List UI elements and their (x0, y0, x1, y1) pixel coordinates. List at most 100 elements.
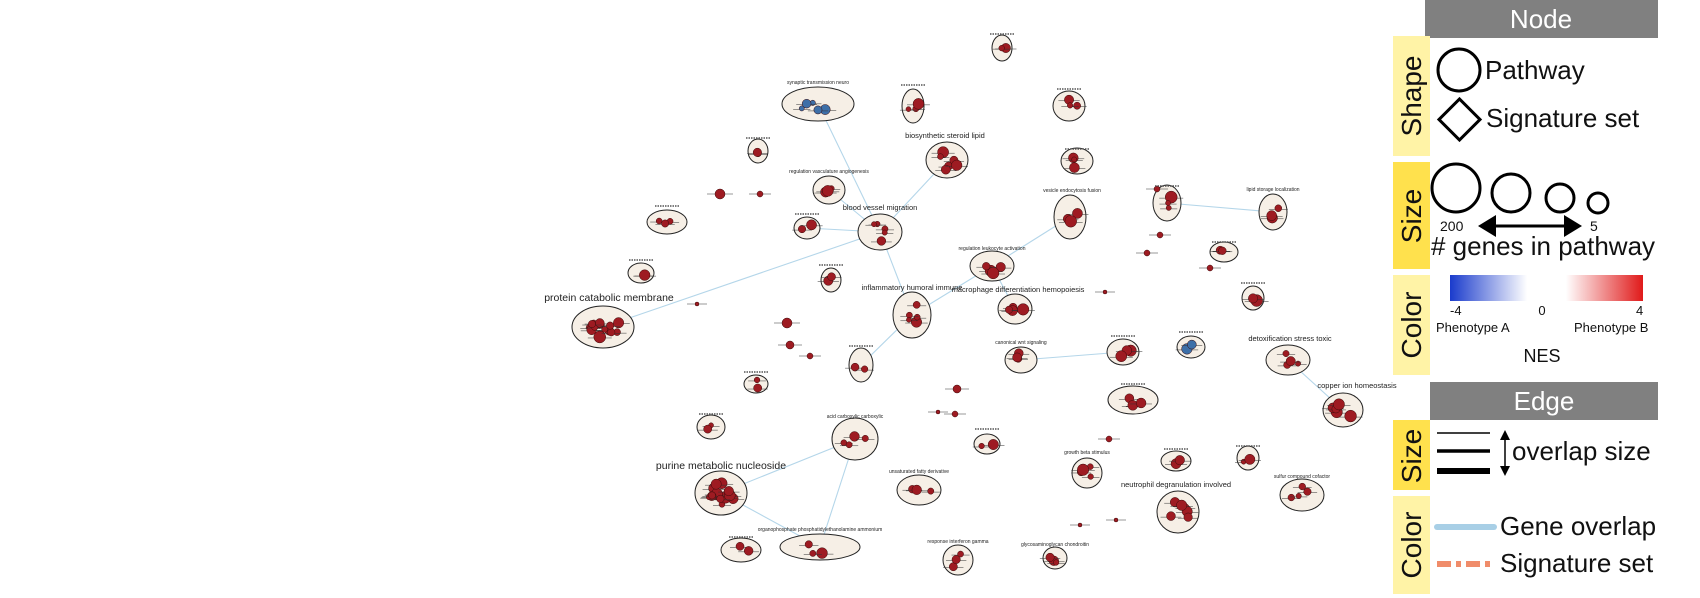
pathway-node (1143, 249, 1151, 257)
size-icon-mid (1490, 172, 1532, 214)
pathway-node (957, 550, 964, 558)
pathway-node (1012, 352, 1022, 363)
size-section-bg (1393, 162, 1430, 269)
cluster-label: purine metabolic nucleoside (656, 460, 786, 472)
pathway-node (613, 317, 625, 329)
pathway-cluster (857, 213, 903, 251)
pathway-node (752, 147, 762, 157)
pathway-node (801, 98, 812, 109)
cluster-label: organophosphate phosphatidylethanolamine… (758, 527, 883, 533)
pathway-node (593, 330, 606, 344)
pathway-node (694, 301, 700, 307)
pathway-node (1077, 522, 1083, 528)
gene-overlap-label: Gene overlap (1500, 511, 1656, 541)
edge-color-section-bg (1393, 496, 1430, 594)
pathway-node (708, 491, 716, 500)
pathway-node (785, 340, 795, 350)
cluster-label: glycosaminoglycan chondroitin (1021, 542, 1089, 548)
edge-color-section-label: Color (1396, 512, 1427, 579)
overlap-arrow-down (1500, 466, 1510, 476)
pathway-node (1218, 246, 1227, 255)
pathway-node (1164, 190, 1178, 204)
pathway-node (1005, 305, 1013, 314)
cluster-label: macrophage differentiation hemopoiesis (952, 285, 1085, 294)
cluster-label: acid carboxylic carboxylic (827, 414, 884, 420)
pathway-node (978, 442, 985, 450)
cluster-label: synaptic transmission neuro (787, 80, 849, 86)
pathway-node (716, 494, 725, 503)
pathway-node (1071, 156, 1078, 163)
size-min-label: 5 (1590, 218, 1598, 234)
size-icon-small (1544, 182, 1576, 214)
pathway-node (1303, 487, 1312, 496)
pathway-node (1077, 463, 1090, 476)
shape-section-label: Shape (1396, 56, 1427, 137)
cluster-label: sulfur compound cofactor (1274, 474, 1330, 480)
gene-overlap-edge (1020, 351, 1124, 361)
pathway-node (1115, 350, 1128, 362)
pathway-cluster (901, 88, 925, 124)
pathway-node (781, 317, 793, 329)
pathway-node (1113, 517, 1119, 523)
pathway-node (1176, 499, 1188, 511)
pathway-node (982, 262, 991, 271)
pathway-node (861, 365, 869, 373)
pathway-node (1274, 204, 1283, 212)
pathway-node (753, 376, 761, 384)
pathway-node (1017, 303, 1030, 316)
pathway-node (871, 221, 877, 228)
pathway-node (816, 547, 828, 559)
pathway-node (753, 383, 763, 393)
pathway-node (850, 362, 860, 372)
cluster-label: neutrophil degranulation involved (1121, 480, 1231, 489)
cluster-label: growth beta stimulus (1064, 450, 1110, 456)
pathway-node (1287, 493, 1295, 502)
pathway-node (798, 225, 807, 234)
edge-header: Edge (1514, 386, 1575, 416)
pathway-node (1282, 350, 1290, 357)
pathway-node (1053, 559, 1060, 566)
pathway-cluster (1279, 478, 1325, 512)
pathway-node (1072, 208, 1083, 219)
legend: Node Shape Pathway Signature set Size 20… (1393, 0, 1658, 594)
pathway-node (881, 229, 888, 236)
pathway-node (1285, 356, 1296, 366)
phenotype-b-label: Phenotype B (1574, 320, 1648, 335)
pathway-cluster (1156, 490, 1200, 534)
pathway-node (1206, 264, 1214, 272)
pathway-node (1166, 511, 1176, 521)
size-icon-200 (1430, 162, 1482, 214)
pathway-node (1073, 101, 1081, 110)
pathway-node (1183, 512, 1193, 522)
pathway-node (849, 431, 860, 442)
cluster-label: unsaturated fatty derivative (889, 469, 949, 475)
pathway-node (1105, 435, 1113, 443)
pathway-node (1298, 482, 1306, 491)
label-layer: protein catabolic membrane purine metabol… (544, 33, 1397, 548)
pathway-node (735, 542, 745, 551)
pathway-node (1244, 453, 1256, 465)
node-header-bg (1425, 0, 1658, 38)
pathway-shape-icon (1436, 47, 1482, 93)
cluster-label: protein catabolic membrane (544, 292, 674, 304)
pathway-node (703, 424, 713, 434)
pathway-node (927, 487, 935, 495)
gene-overlap-edge (817, 103, 881, 233)
pathway-node (951, 410, 959, 418)
pathway-node (987, 439, 999, 450)
node-layer (580, 43, 1363, 572)
cluster-label: regulation vasculature angiogenesis (789, 169, 869, 175)
pathway-node (1187, 339, 1197, 350)
pathway-node (822, 185, 834, 197)
shape-section-bg (1393, 36, 1430, 156)
pathway-node (914, 313, 921, 321)
gene-overlap-edge (1166, 202, 1274, 213)
shape-pathway-label: Pathway (1485, 55, 1585, 85)
pathway-node (951, 555, 961, 564)
pathway-node (935, 409, 941, 415)
shape-signature-label: Signature set (1486, 103, 1640, 133)
pathway-node (827, 272, 836, 281)
pathway-node (606, 321, 615, 330)
size-icon-5 (1586, 191, 1610, 215)
cluster-label: biosynthetic steroid lipid (905, 131, 985, 140)
